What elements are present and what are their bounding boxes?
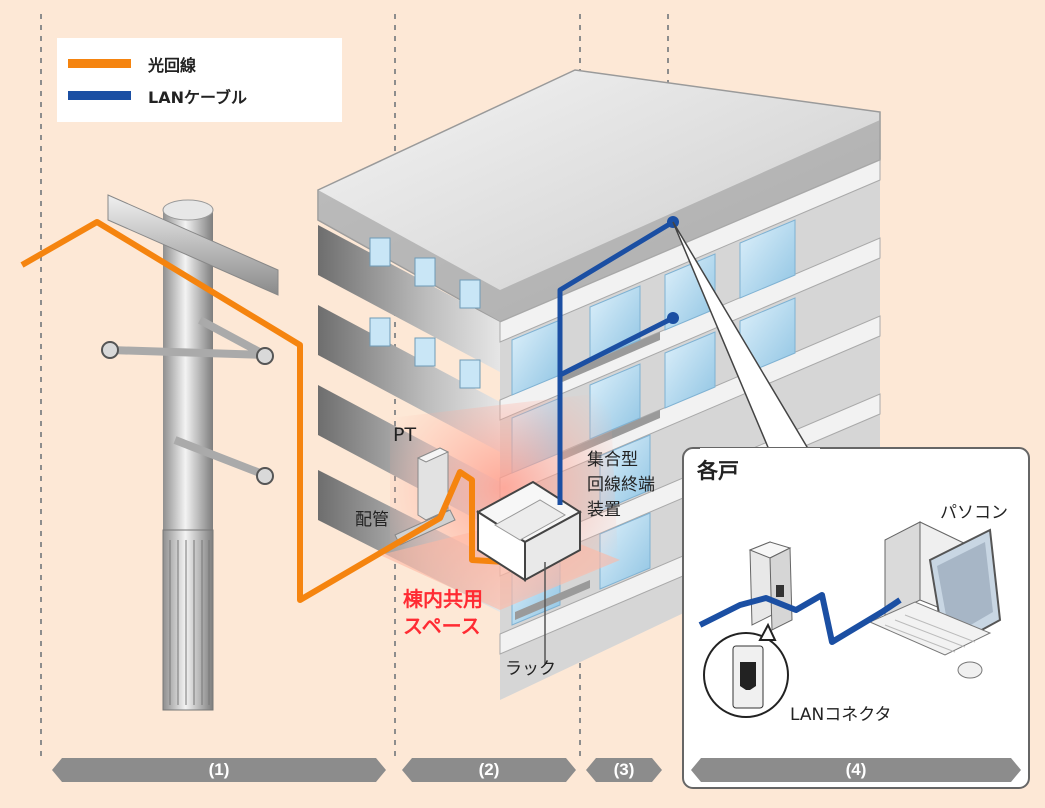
lan-outlet-lower bbox=[667, 312, 679, 324]
section-label-4: (4) bbox=[845, 760, 867, 779]
lan-connector-bubble bbox=[703, 622, 789, 718]
section-label-2: (2) bbox=[478, 760, 500, 779]
terminal-device bbox=[476, 480, 582, 582]
lan-riser bbox=[557, 219, 675, 505]
shared-space-label-line2: スペース bbox=[403, 614, 481, 638]
section-bar-2 bbox=[402, 758, 576, 782]
terminal-label-line1: 集合型 bbox=[587, 450, 638, 470]
terminal-label-line2: 回線終端 bbox=[587, 475, 655, 495]
lan-connector-label: LANコネクタ bbox=[790, 705, 892, 725]
legend-label-fiber: 光回線 bbox=[148, 56, 197, 75]
utility-pole bbox=[101, 194, 279, 711]
pc-label: パソコン bbox=[940, 503, 1008, 523]
legend-box bbox=[57, 38, 342, 122]
unit-label: 各戸 bbox=[697, 459, 739, 483]
rack-label: ラック bbox=[505, 659, 556, 679]
unit-lan-cable bbox=[698, 592, 902, 645]
section-bar-3 bbox=[586, 758, 662, 782]
pt-box bbox=[416, 447, 450, 521]
section-bar-1 bbox=[52, 758, 386, 782]
legend-swatch-fiber bbox=[68, 59, 131, 68]
section-label-3: (3) bbox=[613, 760, 635, 779]
pipe-label: 配管 bbox=[355, 510, 389, 530]
section-bars bbox=[52, 758, 1021, 782]
pt-label: PT bbox=[393, 424, 417, 446]
terminal-label-line3: 装置 bbox=[587, 500, 621, 520]
shared-space-label-line1: 棟内共用 bbox=[403, 587, 483, 611]
computer bbox=[868, 521, 1002, 679]
legend-swatch-lan bbox=[68, 91, 131, 100]
section-bar-4 bbox=[691, 758, 1021, 782]
fiber-line bbox=[20, 219, 506, 603]
section-label-1: (1) bbox=[208, 760, 230, 779]
legend-label-lan: LANケーブル bbox=[148, 88, 248, 107]
